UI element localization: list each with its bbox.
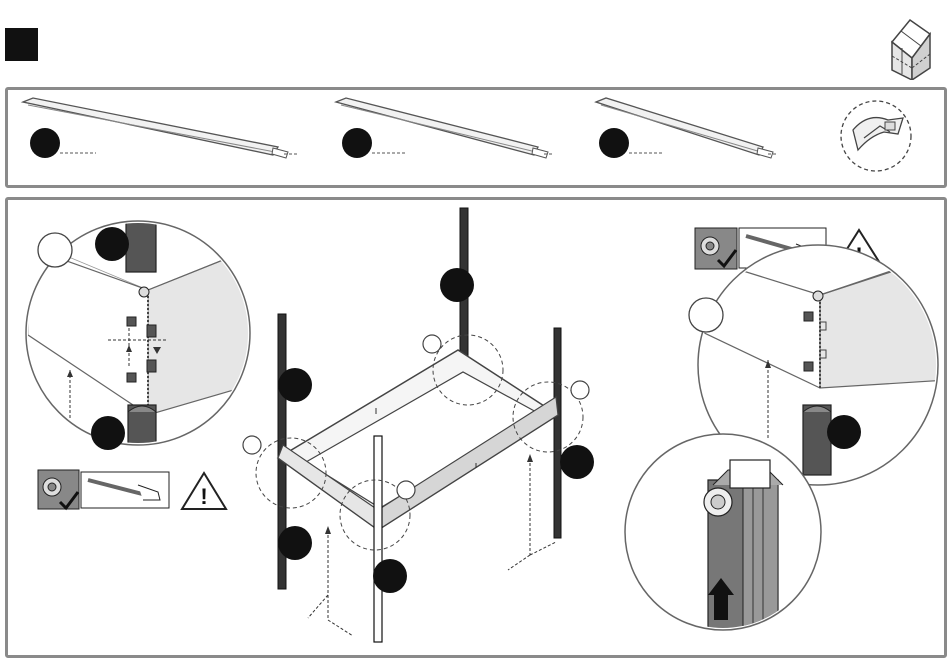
parts-panel — [5, 87, 947, 188]
step-number-marker — [5, 28, 38, 61]
center-frame-assembly — [243, 208, 594, 642]
part-bar-3 — [596, 98, 778, 158]
part-marker-2 — [342, 128, 372, 158]
greenhouse-icon — [880, 12, 940, 80]
left-tool-hint: ! — [38, 470, 226, 509]
svg-text:!: ! — [200, 484, 207, 509]
part-bar-1 — [23, 98, 298, 158]
post-slide-in-detail — [625, 434, 821, 640]
part-marker-1 — [30, 128, 60, 158]
left-corner-detail — [8, 220, 268, 465]
part-bar-2 — [336, 98, 554, 158]
profile-end-detail-icon — [841, 101, 911, 171]
part-marker-3 — [599, 128, 629, 158]
assembly-panel: ! — [5, 197, 947, 658]
